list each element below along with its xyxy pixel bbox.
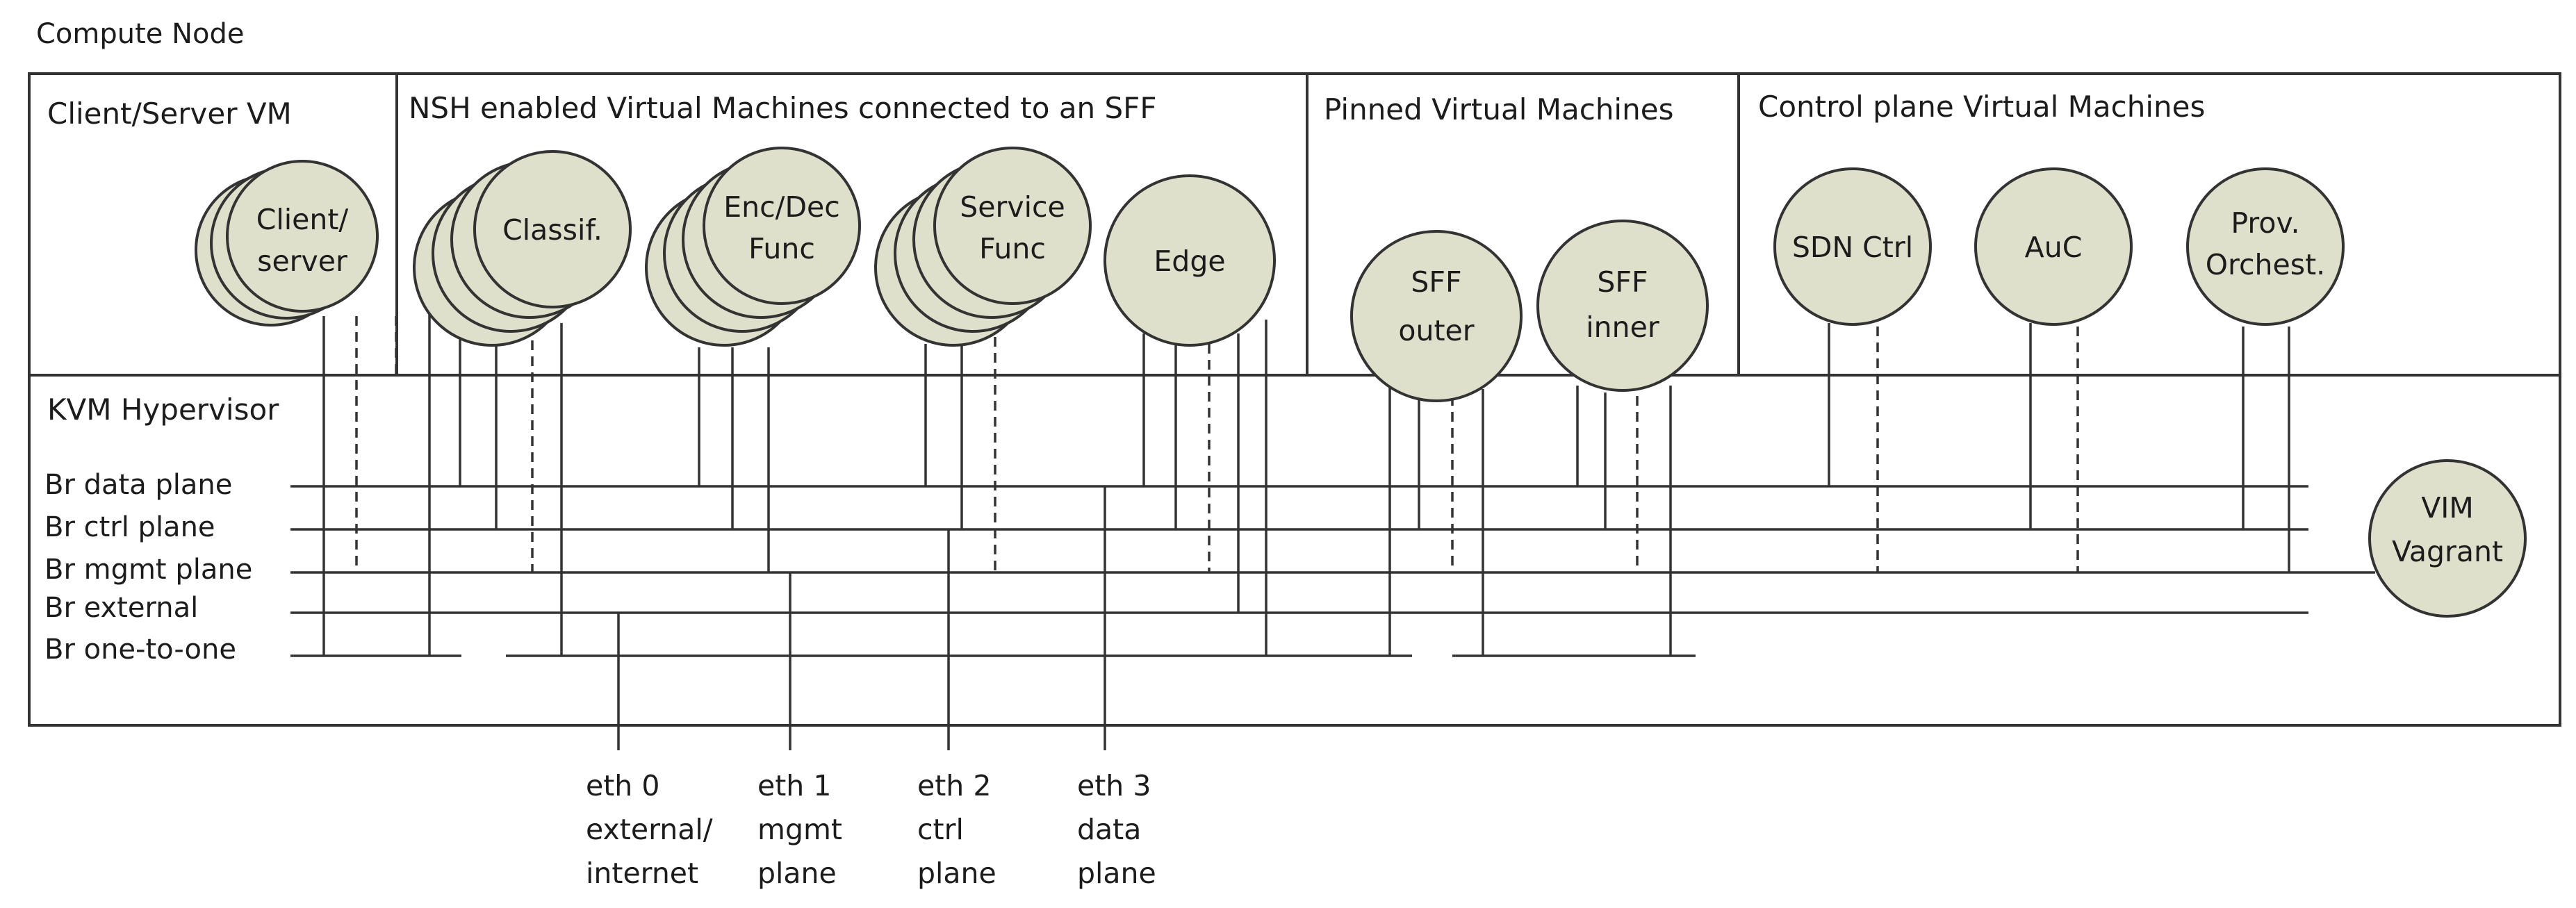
vm-sff-outer: SFF outer bbox=[1350, 230, 1523, 402]
eth-port-2-line2: ctrl bbox=[917, 813, 964, 846]
vm-edge: Edge bbox=[1104, 174, 1276, 347]
vm-enc-dec-label-2: Func bbox=[748, 232, 815, 265]
vm-sff-inner-label-1: SFF bbox=[1597, 265, 1648, 299]
diagram-title: Compute Node bbox=[36, 18, 245, 50]
eth-port-0: eth 0 external/ internet bbox=[586, 769, 713, 890]
vm-enc-dec-label-1: Enc/Dec bbox=[723, 190, 840, 224]
vm-wires bbox=[322, 306, 2290, 750]
section-label-client-server-vm: Client/Server VM bbox=[47, 97, 292, 131]
eth-port-1: eth 1 mgmt plane bbox=[757, 769, 842, 890]
vm-client-server-label-1: Client/ bbox=[256, 203, 349, 236]
vm-prov-orchest-label-1: Prov. bbox=[2231, 206, 2299, 240]
eth-port-0-line2: external/ bbox=[586, 813, 713, 846]
eth-port-1-line3: plane bbox=[757, 857, 837, 890]
vm-enc-dec: Enc/Dec Func bbox=[645, 147, 861, 347]
vm-prov-orchest: Prov. Orchest. bbox=[2186, 167, 2345, 326]
section-label-control-plane-vms: Control plane Virtual Machines bbox=[1758, 90, 2205, 124]
bridge-label-external: Br external bbox=[44, 592, 198, 624]
vm-sff-outer-label-1: SFF bbox=[1411, 265, 1461, 299]
eth-port-0-name: eth 0 bbox=[586, 769, 659, 802]
section-label-pinned-vms: Pinned Virtual Machines bbox=[1324, 92, 1673, 126]
vm-client-server-label-2: server bbox=[257, 245, 347, 278]
bridge-label-data-plane: Br data plane bbox=[44, 469, 232, 501]
vm-edge-label: Edge bbox=[1154, 245, 1225, 278]
vm-sff-inner: SFF inner bbox=[1536, 220, 1709, 392]
vm-sdn-ctrl: SDN Ctrl bbox=[1773, 167, 1932, 326]
bridge-label-one-to-one: Br one-to-one bbox=[44, 634, 236, 666]
vm-vim-vagrant-label-2: Vagrant bbox=[2392, 535, 2503, 568]
vm-service-func-label-2: Func bbox=[979, 232, 1046, 265]
section-label-hypervisor: KVM Hypervisor bbox=[47, 393, 279, 427]
vm-service-func: Service Func bbox=[874, 147, 1092, 347]
eth-port-1-name: eth 1 bbox=[757, 769, 831, 802]
compute-node-box bbox=[28, 72, 2561, 727]
eth-port-1-line2: mgmt bbox=[757, 813, 842, 846]
bridge-label-ctrl-plane: Br ctrl plane bbox=[44, 511, 215, 543]
bridge-label-mgmt-plane: Br mgmt plane bbox=[44, 554, 252, 586]
vm-client-server: Client/ server bbox=[195, 160, 379, 327]
vm-service-func-label-1: Service bbox=[960, 190, 1065, 224]
eth-port-3: eth 3 data plane bbox=[1077, 769, 1156, 890]
eth-port-2-line3: plane bbox=[917, 857, 996, 890]
vm-sff-inner-label-2: inner bbox=[1586, 311, 1659, 344]
vm-vim-vagrant: VIM Vagrant bbox=[2368, 459, 2527, 618]
vm-sff-outer-label-2: outer bbox=[1398, 314, 1474, 347]
eth-port-2-name: eth 2 bbox=[917, 769, 991, 802]
vm-classifier: Classif. bbox=[413, 150, 632, 347]
vm-auc-label: AuC bbox=[2025, 231, 2083, 264]
eth-port-2: eth 2 ctrl plane bbox=[917, 769, 996, 890]
vm-vim-vagrant-label-1: VIM bbox=[2421, 491, 2474, 525]
eth-port-0-line3: internet bbox=[586, 857, 698, 890]
section-label-nsh-vms: NSH enabled Virtual Machines connected t… bbox=[409, 91, 1157, 125]
eth-port-3-name: eth 3 bbox=[1077, 769, 1151, 802]
vm-sdn-ctrl-label: SDN Ctrl bbox=[1792, 231, 1913, 264]
eth-port-3-line3: plane bbox=[1077, 857, 1156, 890]
vm-classifier-label: Classif. bbox=[502, 213, 602, 247]
vm-prov-orchest-label-2: Orchest. bbox=[2206, 248, 2325, 281]
vm-auc: AuC bbox=[1974, 167, 2133, 326]
eth-port-3-line2: data bbox=[1077, 813, 1141, 846]
